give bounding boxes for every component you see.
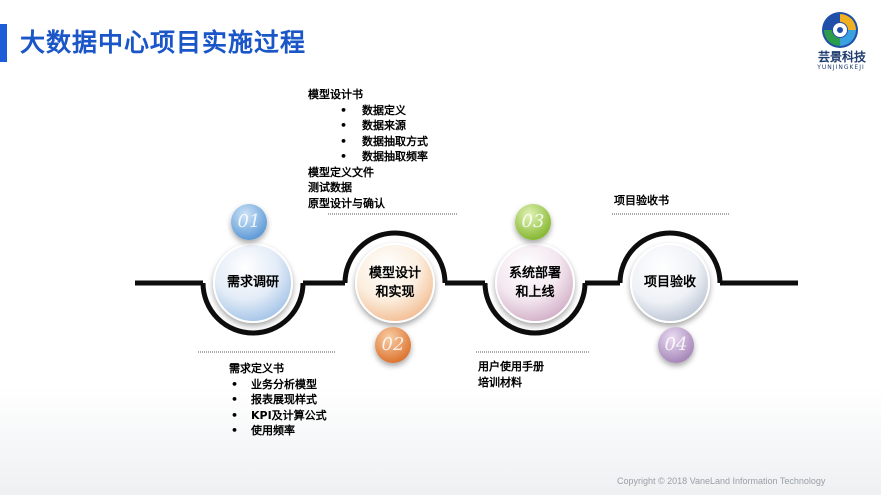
stage-2-label-line2: 和实现: [375, 285, 415, 300]
bullet-icon: •: [231, 393, 239, 406]
stage-2-circle: [355, 243, 435, 323]
stage-2-notes: 模型设计书 •数据定义 •数据来源 •数据抽取方式 •数据抽取频率 模型定义文件…: [308, 87, 428, 211]
note-bullet-item: •数据定义: [340, 103, 406, 117]
bullet-icon: •: [340, 134, 348, 148]
stage-2-label: 模型设计 和实现: [347, 264, 443, 302]
note-line: 培训材料: [478, 375, 522, 389]
note-bullet-item: •数据来源: [340, 119, 406, 132]
title-accent-bar: [0, 24, 7, 62]
stage-3-notes: 用户使用手册 培训材料: [478, 359, 544, 390]
note-bullet-item: •业务分析模型: [231, 377, 317, 391]
note-bullet-item: •报表展现样式: [231, 393, 317, 406]
stage-4-label: 项目验收: [643, 275, 696, 290]
logo-name: 芸景科技: [817, 50, 866, 64]
note-bullet-item: •数据抽取方式: [340, 134, 428, 148]
note-line: 模型定义文件: [308, 165, 374, 179]
stage-3-number: 03: [521, 211, 545, 232]
stage-1-notes: 需求定义书 •业务分析模型 •报表展现样式 •KPI及计算公式 •使用频率: [229, 361, 327, 439]
stage-4-number: 04: [664, 334, 688, 355]
note-heading: 项目验收书: [614, 194, 669, 207]
note-heading: 模型设计书: [308, 88, 363, 101]
note-bullet-item: •使用频率: [231, 424, 295, 437]
bullet-icon: •: [231, 377, 239, 391]
note-bullet-list: •业务分析模型 •报表展现样式 •KPI及计算公式 •使用频率: [229, 377, 327, 439]
stage-4-circle: [630, 243, 710, 323]
stage-4-number-bubble: [658, 327, 694, 363]
stage-1-circle: [213, 243, 293, 323]
stage-2-number-bubble: [375, 327, 411, 363]
company-logo: 芸景科技 YUNJINGKEJI: [812, 10, 870, 72]
logo-mark-icon: [822, 12, 858, 48]
note-line: 原型设计与确认: [308, 196, 385, 210]
note-bullet-item: •KPI及计算公式: [231, 408, 327, 422]
bullet-icon: •: [340, 119, 348, 132]
bullet-icon: •: [231, 408, 239, 422]
stage-3-label-line2: 和上线: [515, 285, 555, 300]
stage-3-number-bubble: [515, 204, 551, 240]
stage-3-label-line1: 系统部署: [508, 266, 561, 281]
stage-1-label: 需求调研: [226, 275, 279, 290]
note-heading: 需求定义书: [229, 362, 284, 375]
page-title: 大数据中心项目实施过程: [20, 28, 307, 57]
stage-2-number: 02: [381, 334, 405, 355]
stage-1-number-bubble: [231, 204, 267, 240]
stage-4-notes: 项目验收书: [614, 193, 669, 209]
note-bullet-list: •数据定义 •数据来源 •数据抽取方式 •数据抽取频率: [308, 103, 428, 165]
bullet-icon: •: [340, 150, 348, 163]
note-bullet-item: •数据抽取频率: [340, 150, 428, 163]
logo-subtitle: YUNJINGKEJI: [817, 64, 865, 71]
note-line: 测试数据: [308, 181, 352, 194]
timeline-line: [135, 230, 798, 336]
bullet-icon: •: [231, 424, 239, 437]
stage-1-number: 01: [237, 211, 261, 232]
stage-2-label-line1: 模型设计: [368, 266, 421, 281]
stage-3-label: 系统部署 和上线: [487, 264, 583, 302]
note-line: 用户使用手册: [478, 360, 544, 373]
copyright-footer: Copyright © 2018 VaneLand Information Te…: [617, 476, 826, 486]
stage-3-circle: [495, 243, 575, 323]
bullet-icon: •: [340, 103, 348, 117]
